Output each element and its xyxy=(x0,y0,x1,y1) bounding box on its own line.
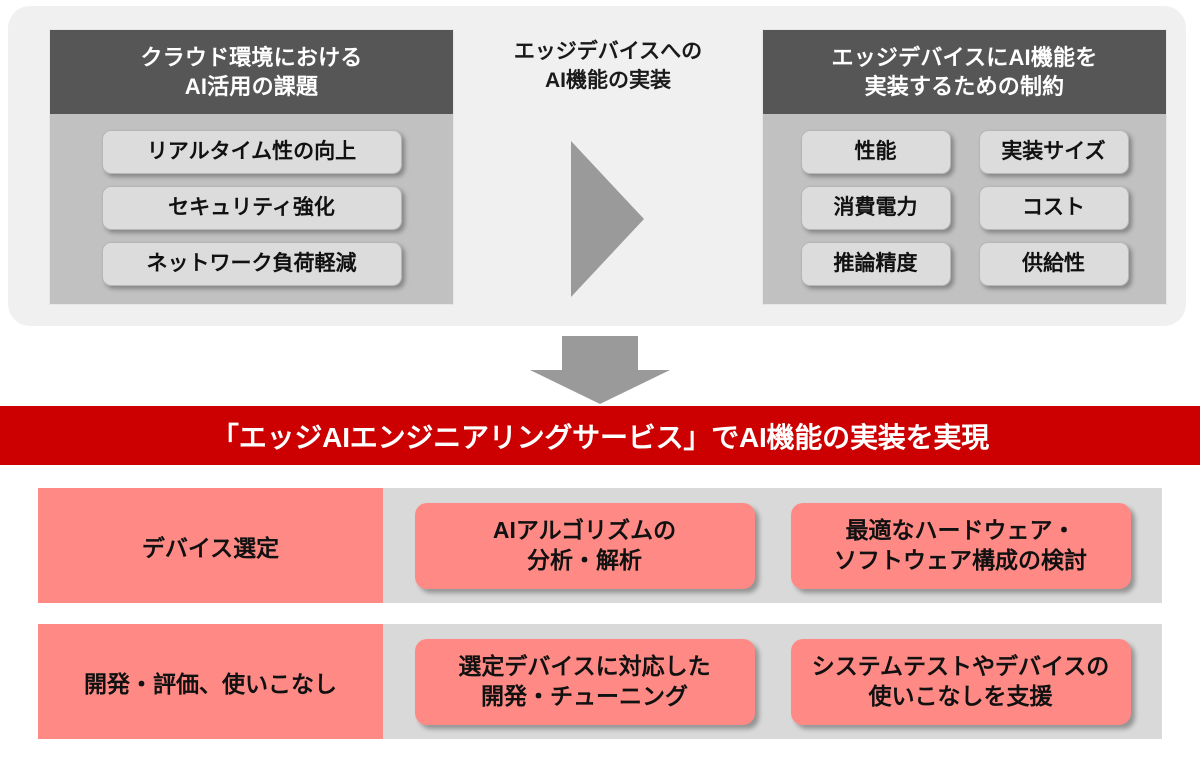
right-panel-header-line1: エッジデバイスにAI機能を xyxy=(831,44,1098,70)
service-banner-text: 「エッジAIエンジニアリングサービス」でAI機能の実装を実現 xyxy=(210,421,989,453)
left-panel-header-line2: AI活用の課題 xyxy=(184,74,319,99)
right-panel-item-4[interactable]: 推論精度 xyxy=(800,242,951,286)
center-transition-label-line2: AI機能の実装 xyxy=(545,68,671,92)
service-row-1-cards: 選定デバイスに対応した 開発・チューニング システムテストやデバイスの 使いこな… xyxy=(383,624,1162,739)
right-panel-item-3[interactable]: コスト xyxy=(978,186,1129,230)
service-row-0-card-1-line1: 最適なハードウェア・ xyxy=(845,516,1076,543)
service-row-0-card-0-line1: AIアルゴリズムの xyxy=(492,516,677,543)
right-panel-item-1[interactable]: 実装サイズ xyxy=(978,130,1129,174)
service-row-0-card-0[interactable]: AIアルゴリズムの 分析・解析 xyxy=(414,502,755,589)
service-row-1-card-0[interactable]: 選定デバイスに対応した 開発・チューニング xyxy=(414,638,755,725)
center-transition-label-line1: エッジデバイスへの xyxy=(513,40,703,63)
service-row-0: デバイス選定 AIアルゴリズムの 分析・解析 最適なハードウェア・ ソフトウェア… xyxy=(38,488,1162,603)
left-panel-body: リアルタイム性の向上 セキュリティ強化 ネットワーク負荷軽減 xyxy=(50,114,453,304)
top-section-card: クラウド環境における AI活用の課題 リアルタイム性の向上 セキュリティ強化 ネ… xyxy=(8,6,1186,326)
left-panel-header-line1: クラウド環境における xyxy=(140,44,363,70)
service-row-1-card-1-line2: 使いこなしを支援 xyxy=(868,682,1053,709)
service-row-0-card-0-line2: 分析・解析 xyxy=(527,546,642,573)
service-banner: 「エッジAIエンジニアリングサービス」でAI機能の実装を実現 xyxy=(0,406,1200,465)
left-panel-item-list: リアルタイム性の向上 セキュリティ強化 ネットワーク負荷軽減 xyxy=(50,130,453,286)
right-panel-header: エッジデバイスにAI機能を 実装するための制約 xyxy=(763,30,1166,114)
arrow-right-icon xyxy=(571,141,644,297)
service-row-0-card-1-line2: ソフトウェア構成の検討 xyxy=(834,546,1087,573)
right-panel-item-0[interactable]: 性能 xyxy=(800,130,951,174)
service-row-1-card-0-line2: 開発・チューニング xyxy=(481,682,688,709)
left-panel-item-2[interactable]: ネットワーク負荷軽減 xyxy=(101,242,402,286)
right-panel-item-5[interactable]: 供給性 xyxy=(978,242,1129,286)
right-panel-body: 性能 実装サイズ 消費電力 コスト 推論精度 供給性 xyxy=(763,114,1166,304)
left-panel-item-1[interactable]: セキュリティ強化 xyxy=(101,186,402,230)
service-row-1-card-1-line1: システムテストやデバイスの xyxy=(811,652,1110,679)
left-panel-header: クラウド環境における AI活用の課題 xyxy=(50,30,453,114)
service-row-0-card-1[interactable]: 最適なハードウェア・ ソフトウェア構成の検討 xyxy=(790,502,1131,589)
service-row-1-card-1[interactable]: システムテストやデバイスの 使いこなしを支援 xyxy=(790,638,1131,725)
service-row-1: 開発・評価、使いこなし 選定デバイスに対応した 開発・チューニング システムテス… xyxy=(38,624,1162,739)
service-row-0-label: デバイス選定 xyxy=(38,488,383,603)
service-row-1-card-0-line1: 選定デバイスに対応した xyxy=(458,652,711,679)
right-panel-header-line2: 実装するための制約 xyxy=(864,74,1065,99)
service-row-0-cards: AIアルゴリズムの 分析・解析 最適なハードウェア・ ソフトウェア構成の検討 xyxy=(383,488,1162,603)
center-transition-label: エッジデバイスへの AI機能の実装 xyxy=(478,38,738,96)
arrow-down-icon xyxy=(530,336,670,404)
service-row-1-label: 開発・評価、使いこなし xyxy=(38,624,383,739)
right-panel-item-2[interactable]: 消費電力 xyxy=(800,186,951,230)
left-panel-cloud-challenges: クラウド環境における AI活用の課題 リアルタイム性の向上 セキュリティ強化 ネ… xyxy=(50,30,453,304)
right-panel-item-grid: 性能 実装サイズ 消費電力 コスト 推論精度 供給性 xyxy=(763,130,1166,286)
left-panel-item-0[interactable]: リアルタイム性の向上 xyxy=(101,130,402,174)
right-panel-edge-constraints: エッジデバイスにAI機能を 実装するための制約 性能 実装サイズ 消費電力 コス… xyxy=(763,30,1166,304)
